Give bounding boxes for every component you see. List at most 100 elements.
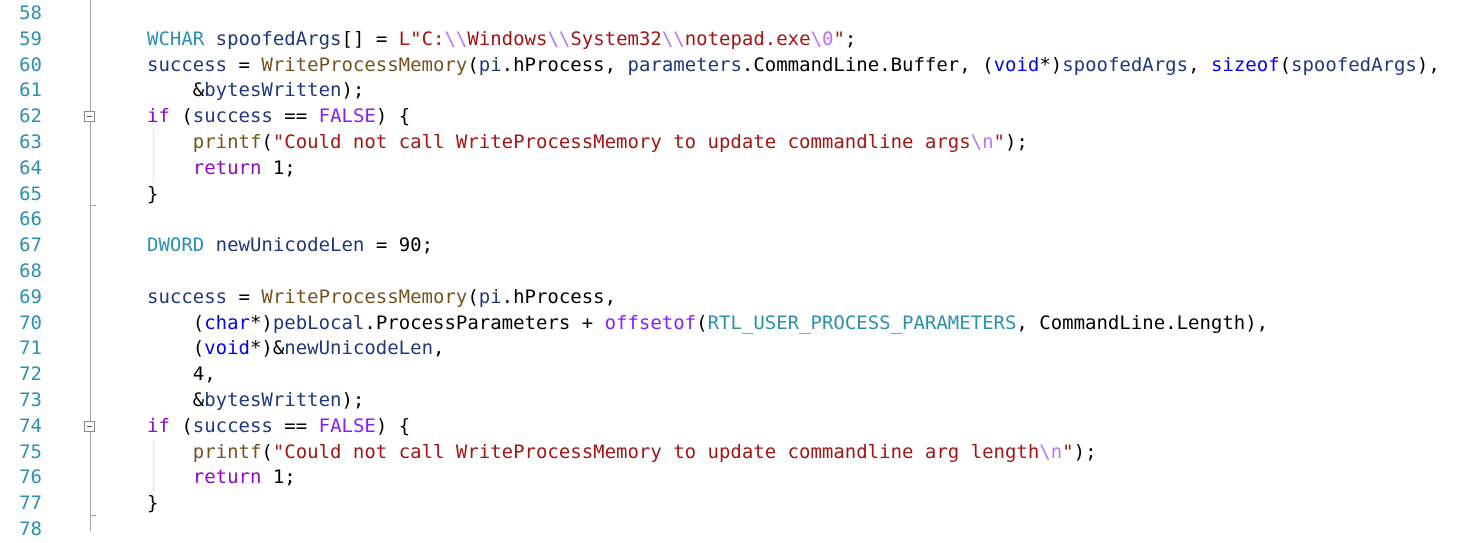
code-line[interactable]: 67 DWORD newUnicodeLen = 90; bbox=[0, 233, 1484, 259]
line-number: 75 bbox=[19, 440, 42, 463]
code-token: pebLocal bbox=[272, 311, 365, 334]
line-number: 66 bbox=[19, 208, 42, 231]
code-token: ) { bbox=[375, 105, 411, 128]
code-text: 4, bbox=[147, 362, 216, 388]
code-token: char bbox=[204, 311, 250, 334]
code-token: " bbox=[993, 131, 1005, 153]
code-line[interactable]: 63 printf("Could not call WriteProcessMe… bbox=[0, 130, 1484, 156]
code-token: ( bbox=[169, 105, 193, 128]
code-token: 1; bbox=[261, 156, 296, 179]
code-token: \n bbox=[1039, 440, 1063, 463]
code-line[interactable]: 74 if (success == FALSE) { bbox=[0, 414, 1484, 440]
line-number: 78 bbox=[19, 518, 42, 540]
line-number: 60 bbox=[19, 53, 42, 76]
code-text: if (success == FALSE) { bbox=[147, 414, 410, 440]
code-token: ( bbox=[147, 311, 205, 334]
code-token: WriteProcessMemory bbox=[261, 285, 468, 308]
code-text: DWORD newUnicodeLen = 90; bbox=[147, 233, 433, 259]
code-token: = 90; bbox=[364, 234, 434, 257]
line-number: 61 bbox=[19, 79, 42, 102]
code-token bbox=[204, 28, 215, 50]
code-token: .hProcess, bbox=[501, 285, 617, 308]
fold-margin-line bbox=[90, 0, 91, 531]
code-token: == bbox=[272, 414, 319, 437]
code-token: , bbox=[1188, 53, 1211, 76]
code-line[interactable]: 66 bbox=[0, 207, 1484, 233]
code-line[interactable]: 76 return 1; bbox=[0, 465, 1484, 491]
code-token: ( bbox=[467, 285, 479, 308]
code-line[interactable]: 58 bbox=[0, 1, 1484, 27]
code-token: 4, bbox=[147, 363, 216, 386]
code-token: ( bbox=[467, 53, 479, 76]
code-token: spoofedArgs bbox=[1062, 53, 1189, 76]
code-line[interactable]: 75 printf("Could not call WriteProcessMe… bbox=[0, 440, 1484, 466]
collapse-toggle-icon[interactable] bbox=[84, 420, 95, 432]
collapse-toggle-icon[interactable] bbox=[84, 111, 95, 123]
code-line[interactable]: 70 (char*)pebLocal.ProcessParameters + o… bbox=[0, 311, 1484, 337]
fold-end-marker bbox=[90, 514, 96, 516]
code-token: pi bbox=[478, 285, 502, 308]
code-token: *) bbox=[1039, 53, 1063, 76]
code-line[interactable]: 61 &bytesWritten); bbox=[0, 78, 1484, 104]
code-text: &bytesWritten); bbox=[147, 388, 365, 414]
code-token: void bbox=[993, 53, 1040, 76]
code-token: \0 bbox=[810, 27, 834, 50]
code-token: FALSE bbox=[318, 105, 376, 128]
code-token: ); bbox=[1004, 131, 1028, 153]
code-token: , bbox=[433, 337, 445, 360]
code-token: ); bbox=[341, 389, 365, 411]
code-token: spoofedArgs bbox=[215, 27, 342, 50]
code-token: ( bbox=[169, 414, 193, 437]
code-line[interactable]: 73 &bytesWritten); bbox=[0, 388, 1484, 414]
line-number: 71 bbox=[19, 337, 42, 360]
code-token: & bbox=[147, 389, 205, 411]
code-text: return 1; bbox=[147, 465, 296, 491]
line-number: 59 bbox=[19, 27, 42, 50]
code-line[interactable]: 78 bbox=[0, 517, 1484, 543]
code-token: WriteProcessMemory bbox=[261, 53, 468, 76]
code-token: notepad.exe bbox=[684, 27, 811, 50]
code-token bbox=[204, 234, 215, 256]
code-text: printf("Could not call WriteProcessMemor… bbox=[147, 130, 1028, 156]
code-token: ); bbox=[341, 79, 365, 102]
code-token: = bbox=[227, 53, 262, 76]
line-number: 68 bbox=[19, 260, 42, 282]
code-token: RTL_USER_PROCESS_PARAMETERS bbox=[707, 311, 1017, 334]
line-number: 70 bbox=[19, 311, 42, 334]
code-line[interactable]: 71 (void*)&newUnicodeLen, bbox=[0, 336, 1484, 362]
code-line[interactable]: 77} bbox=[0, 491, 1484, 517]
line-number: 76 bbox=[19, 466, 42, 489]
line-number: 74 bbox=[19, 414, 42, 437]
code-token: [] = bbox=[341, 27, 399, 50]
code-token: ; bbox=[844, 27, 857, 50]
code-line[interactable]: 68 bbox=[0, 259, 1484, 285]
code-token: *)& bbox=[249, 337, 285, 360]
line-number: 72 bbox=[19, 363, 42, 386]
code-token: success bbox=[192, 105, 273, 128]
code-token: & bbox=[147, 79, 205, 102]
line-number: 67 bbox=[19, 234, 42, 257]
line-number: 69 bbox=[19, 285, 42, 308]
code-token: if bbox=[147, 414, 170, 437]
code-token: \\ bbox=[661, 27, 685, 50]
code-token: L"C: bbox=[398, 27, 445, 50]
code-token: success bbox=[147, 285, 228, 308]
code-token: .CommandLine.Buffer, ( bbox=[741, 53, 994, 76]
code-token: pi bbox=[478, 53, 502, 76]
code-text: WCHAR spoofedArgs[] = L"C:\\Windows\\Sys… bbox=[147, 27, 856, 53]
code-token: success bbox=[147, 53, 228, 76]
code-line[interactable]: 65} bbox=[0, 182, 1484, 208]
code-line[interactable]: 72 4, bbox=[0, 362, 1484, 388]
fold-end-marker bbox=[90, 205, 96, 207]
line-number: 63 bbox=[19, 131, 42, 153]
code-token: == bbox=[272, 105, 319, 128]
code-token: \\ bbox=[444, 27, 468, 50]
code-line[interactable]: 59 WCHAR spoofedArgs[] = L"C:\\Windows\\S… bbox=[0, 27, 1484, 53]
code-token: bytesWritten bbox=[204, 389, 342, 411]
code-line[interactable]: 64 return 1; bbox=[0, 156, 1484, 182]
code-token: bytesWritten bbox=[204, 79, 342, 102]
